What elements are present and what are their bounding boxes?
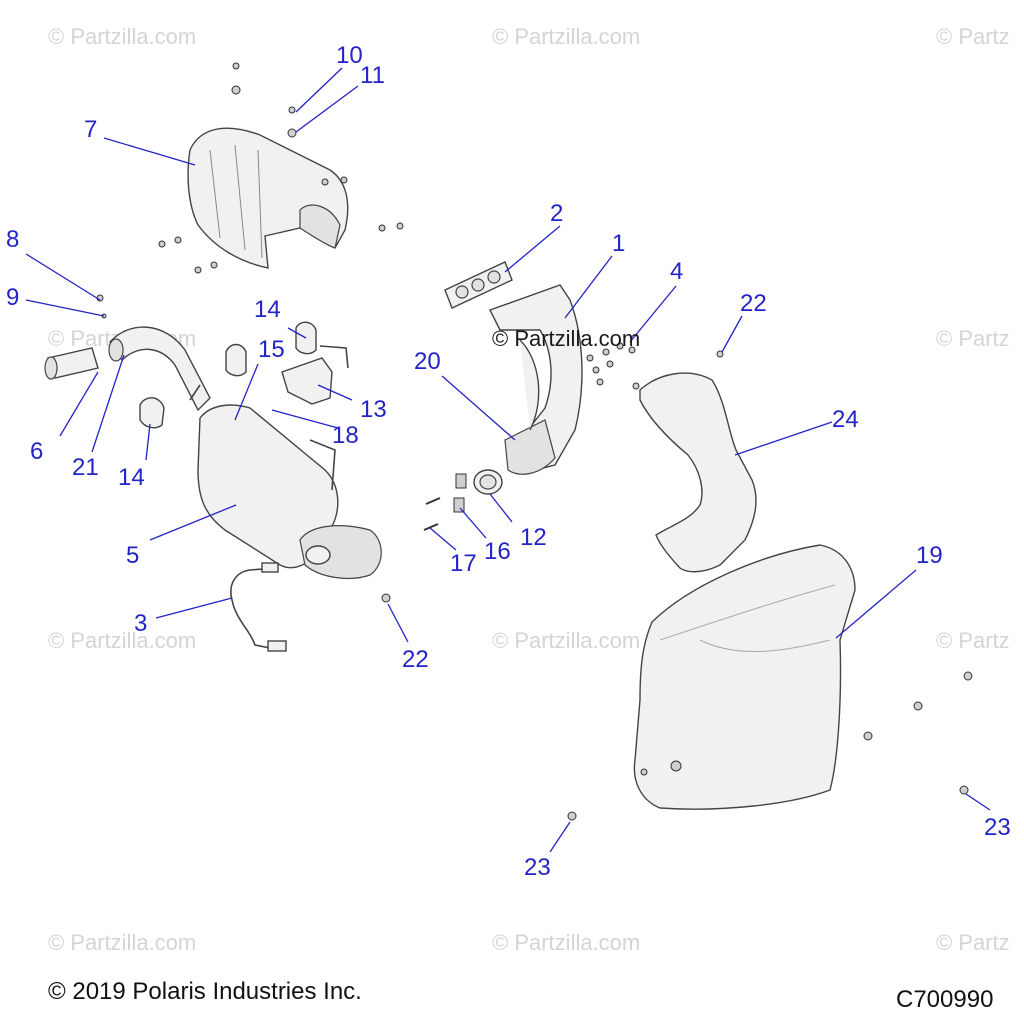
callout-10: 10 — [336, 42, 363, 69]
header-shield-24 — [632, 372, 757, 573]
callout-14-bottom: 14 — [118, 464, 145, 491]
callout-23-right: 23 — [984, 814, 1011, 841]
ring-12 — [473, 469, 503, 495]
callout-3: 3 — [134, 610, 148, 637]
watermark: © Partzilla.com — [48, 930, 197, 955]
callout-1: 1 — [612, 230, 626, 257]
callout-20: 20 — [414, 348, 441, 375]
callout-23-bottom: 23 — [524, 854, 551, 881]
diagram-id: C700990 — [896, 986, 994, 1013]
callout-12: 12 — [520, 524, 547, 551]
callout-5: 5 — [126, 542, 140, 569]
o2-sensor-3 — [230, 562, 287, 652]
watermark: © Partz — [936, 628, 1010, 653]
center-watermark: © Partzilla.com — [492, 326, 641, 351]
callout-22-right: 22 — [740, 290, 767, 317]
callout-17: 17 — [450, 550, 477, 577]
tailpipe-6 — [44, 347, 99, 380]
leader-lines — [25, 67, 991, 853]
watermark: © Partzilla.com — [492, 930, 641, 955]
watermark: © Partzilla.com — [48, 628, 197, 653]
watermark: © Partzilla.com — [492, 24, 641, 49]
callout-13: 13 — [360, 396, 387, 423]
watermark: © Partzilla.com — [492, 628, 641, 653]
callout-9: 9 — [6, 284, 20, 311]
callout-16: 16 — [484, 538, 511, 565]
callout-4: 4 — [670, 258, 684, 285]
muffler-5 — [189, 384, 382, 580]
springs-16 — [453, 473, 467, 513]
heat-shield-7 — [187, 127, 349, 269]
copyright-text: © 2019 Polaris Industries Inc. — [48, 978, 362, 1005]
bracket-13 — [281, 345, 349, 405]
fasteners-23 — [567, 671, 973, 821]
callout-11: 11 — [360, 62, 385, 89]
watermark: © Partzilla.com — [48, 24, 197, 49]
callout-15: 15 — [258, 336, 285, 363]
callout-19: 19 — [916, 542, 943, 569]
callout-14-top: 14 — [254, 296, 281, 323]
exhaust-header-1 — [489, 284, 583, 475]
callout-8: 8 — [6, 226, 20, 253]
bolts-4 — [586, 342, 636, 386]
fastener-22 — [381, 593, 391, 603]
watermark: © Partz — [936, 24, 1010, 49]
callout-24: 24 — [832, 406, 859, 433]
skid-shield-19 — [633, 544, 856, 810]
pipe-21 — [108, 326, 211, 412]
fastener-22 — [716, 350, 724, 358]
watermark: © Partz — [936, 930, 1010, 955]
gasket-2 — [444, 261, 513, 309]
callout-2: 2 — [550, 200, 564, 227]
callout-18: 18 — [332, 422, 359, 449]
callout-21: 21 — [72, 454, 99, 481]
callout-6: 6 — [30, 438, 44, 465]
watermark: © Partz — [936, 326, 1010, 351]
callout-22-left: 22 — [402, 646, 429, 673]
isolator-14 — [139, 321, 317, 429]
bolts-17 — [423, 497, 441, 531]
callout-7: 7 — [84, 116, 98, 143]
